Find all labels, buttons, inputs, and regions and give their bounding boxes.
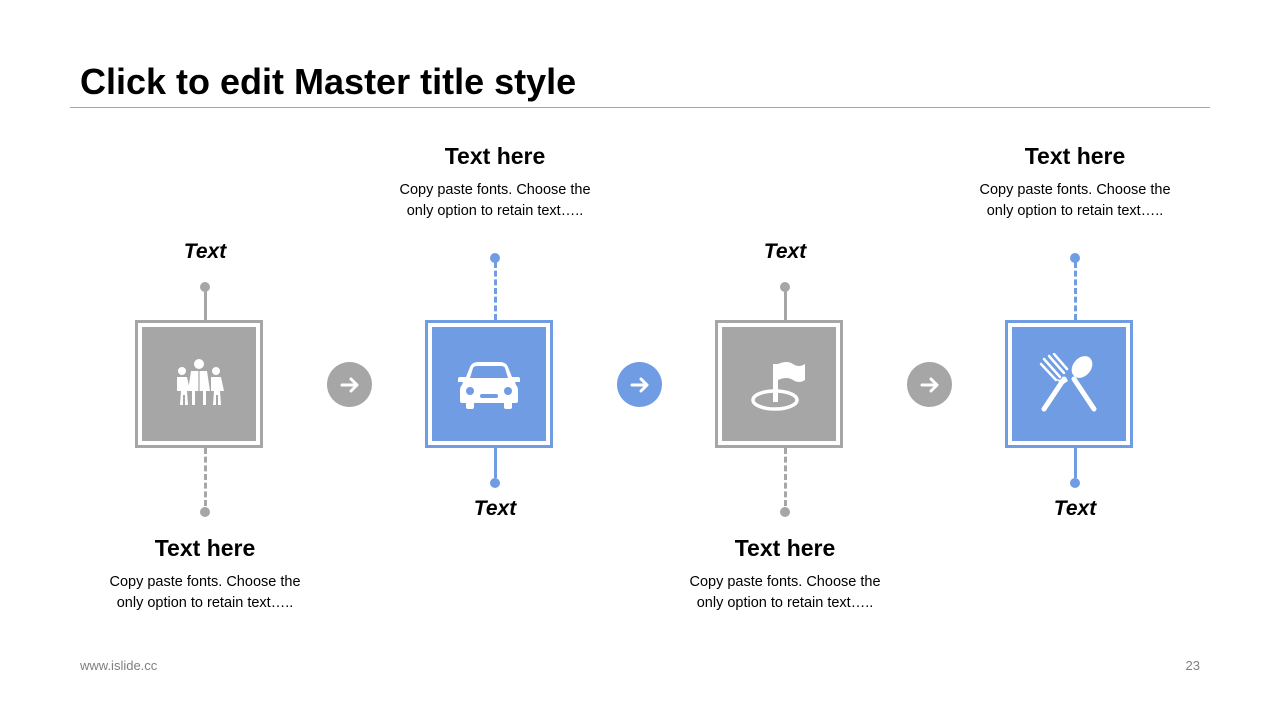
step-label: Text	[763, 240, 807, 263]
step-icon-box	[135, 320, 263, 448]
connector-dot-top	[200, 282, 210, 292]
page-title: Click to edit Master title style	[80, 61, 577, 102]
connector-line-bottom	[1074, 448, 1077, 478]
process-step-2: Text here Copy paste fonts. Choose the o…	[345, 0, 645, 720]
page-number: 23	[1185, 658, 1200, 673]
step-description: Copy paste fonts. Choose the only option…	[109, 574, 301, 611]
process-step-4: Text here Copy paste fonts. Choose the o…	[925, 0, 1225, 720]
connector-dot-bottom	[490, 478, 500, 488]
connector-dot-top	[490, 253, 500, 263]
connector-line-top	[204, 290, 207, 320]
flow-arrow-1	[327, 362, 372, 407]
car-icon	[458, 362, 520, 409]
family-icon	[177, 359, 224, 405]
process-step-3: Text Text here Copy paste fonts. Choose …	[635, 0, 935, 720]
connector-dot-top	[780, 282, 790, 292]
step-label: Text	[183, 240, 227, 263]
connector-dot-bottom	[1070, 478, 1080, 488]
arrow-right-icon	[920, 377, 938, 392]
flow-arrow-2	[617, 362, 662, 407]
step-heading: Text here	[734, 535, 836, 561]
title-divider	[70, 107, 1210, 108]
flag-on-target-icon	[751, 362, 805, 411]
step-label: Text	[1053, 497, 1097, 520]
connector-line-bottom	[494, 448, 497, 478]
connector-line-top	[784, 290, 787, 320]
arrow-right-icon	[340, 377, 358, 392]
connector-dot-bottom	[780, 507, 790, 517]
step-description: Copy paste fonts. Choose the only option…	[689, 574, 881, 611]
step-heading: Text here	[154, 535, 256, 561]
step-heading: Text here	[444, 143, 546, 169]
flow-arrow-3	[907, 362, 952, 407]
connector-dot-top	[1070, 253, 1080, 263]
step-icon-box	[715, 320, 843, 448]
connector-line-bottom	[784, 448, 787, 506]
connector-line-bottom	[204, 448, 207, 506]
step-description: Copy paste fonts. Choose the only option…	[979, 182, 1171, 219]
step-icon-box	[1005, 320, 1133, 448]
step-label: Text	[473, 497, 517, 520]
step-icon-box	[425, 320, 553, 448]
connector-line-top	[494, 262, 497, 320]
fork-spoon-icon	[1039, 353, 1097, 412]
connector-line-top	[1074, 262, 1077, 320]
step-description: Copy paste fonts. Choose the only option…	[399, 182, 591, 219]
arrow-right-icon	[630, 377, 648, 392]
process-step-1: Text Text here Copy paste fonts. Choose …	[55, 0, 355, 720]
footer-url[interactable]: www.islide.cc	[80, 658, 158, 673]
step-heading: Text here	[1024, 143, 1126, 169]
connector-dot-bottom	[200, 507, 210, 517]
